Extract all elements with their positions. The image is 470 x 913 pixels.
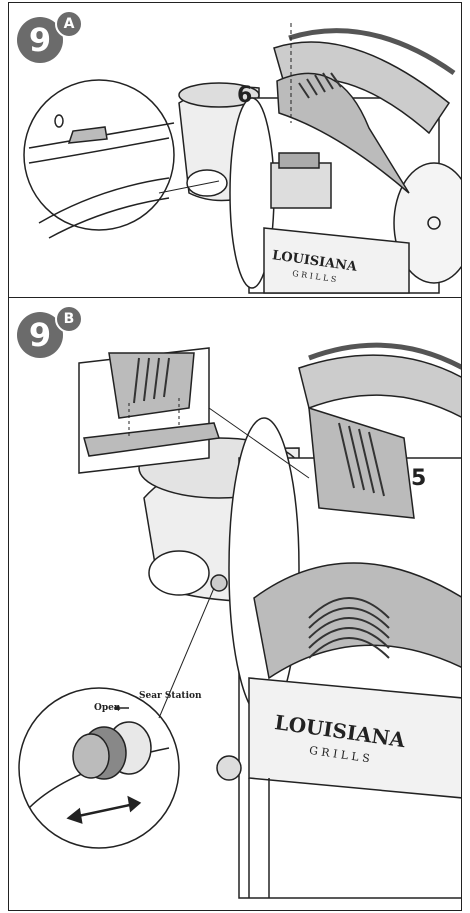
- detail-callout-circle: [23, 79, 175, 231]
- sub-step-badge: B: [55, 305, 83, 333]
- step-9b-panel: LOUISIANA G R I L L S: [8, 297, 462, 911]
- part-number-label: 5: [411, 466, 427, 491]
- step-9b-illustration: LOUISIANA G R I L L S: [18, 342, 461, 899]
- part-number-label: 6: [237, 83, 253, 108]
- step-9a-illustration: LOUISIANA G R I L L S: [23, 23, 461, 294]
- deflector-detail-inset: [78, 347, 220, 474]
- knob-label-line1: Sear Station: [139, 691, 202, 701]
- step-number-badge: 9: [17, 17, 63, 63]
- step-number-badge: 9: [17, 312, 63, 358]
- knob-label-line2: Open: [94, 703, 121, 713]
- sub-step-badge: A: [55, 10, 83, 38]
- step-9a-panel: LOUISIANA G R I L L S 9 A 6: [8, 2, 462, 298]
